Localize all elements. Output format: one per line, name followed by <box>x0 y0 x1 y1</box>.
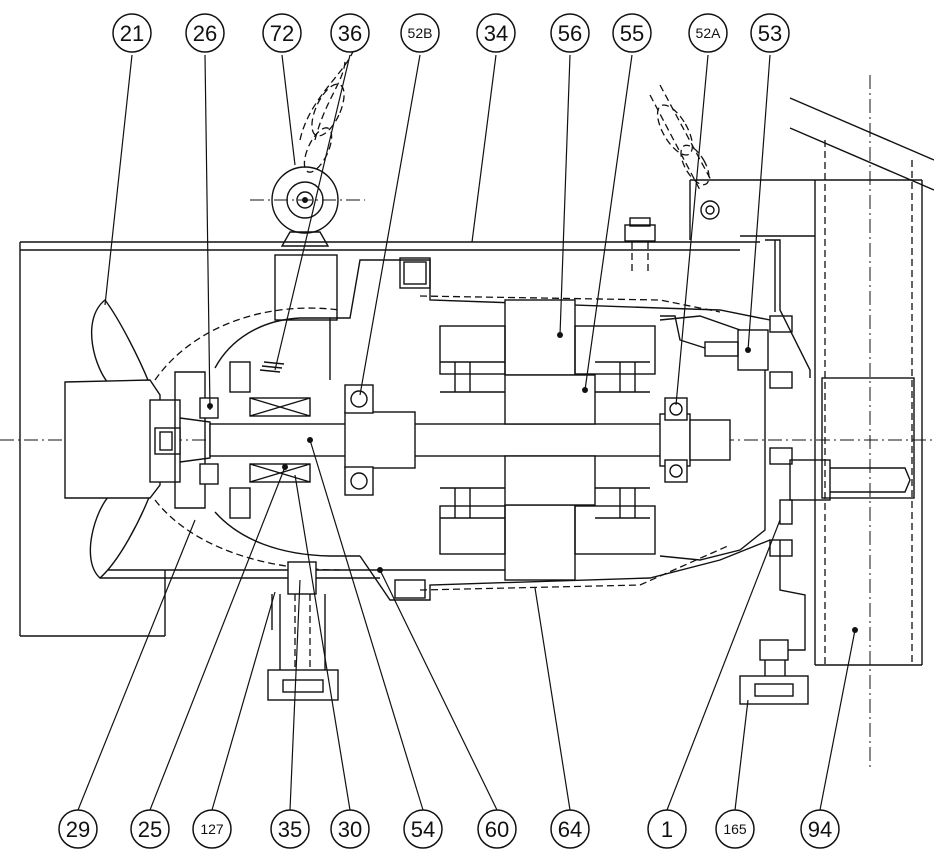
callout-34: 34 <box>476 13 516 53</box>
end-bracket <box>659 239 911 651</box>
svg-text:36: 36 <box>338 21 362 46</box>
svg-text:94: 94 <box>808 817 832 842</box>
guide-frame <box>19 179 922 637</box>
seal-housing <box>154 254 360 571</box>
svg-text:35: 35 <box>278 817 302 842</box>
svg-text:1: 1 <box>661 817 673 842</box>
callout-165: 165 <box>715 809 755 849</box>
callout-36: 36 <box>330 13 370 53</box>
svg-text:53: 53 <box>758 21 782 46</box>
svg-text:60: 60 <box>485 817 509 842</box>
callout-25: 25 <box>130 809 170 849</box>
svg-text:64: 64 <box>558 817 582 842</box>
leaders-bottom <box>77 439 856 811</box>
svg-text:127: 127 <box>200 821 224 837</box>
callout-64: 64 <box>550 809 590 849</box>
svg-text:26: 26 <box>193 21 217 46</box>
callout-53: 53 <box>750 13 790 53</box>
svg-text:55: 55 <box>620 21 644 46</box>
callout-35: 35 <box>270 809 310 849</box>
chain-right <box>649 84 720 220</box>
motor-casing <box>330 257 771 601</box>
support-foot-left <box>267 561 339 701</box>
callout-21: 21 <box>112 13 152 53</box>
callout-56: 56 <box>550 13 590 53</box>
svg-text:54: 54 <box>411 817 435 842</box>
callout-72: 72 <box>262 13 302 53</box>
svg-text:52B: 52B <box>408 25 433 41</box>
svg-text:56: 56 <box>558 21 582 46</box>
svg-text:29: 29 <box>66 817 90 842</box>
top-bolt <box>624 217 656 272</box>
support-foot-right <box>739 639 809 705</box>
shaft <box>209 411 731 469</box>
leaders-top <box>104 54 771 411</box>
callout-55: 55 <box>612 13 652 53</box>
callout-1: 1 <box>647 809 687 849</box>
stator <box>439 299 656 581</box>
callout-94: 94 <box>800 809 840 849</box>
svg-text:165: 165 <box>723 821 747 837</box>
svg-text:25: 25 <box>138 817 162 842</box>
callout-30: 30 <box>330 809 370 849</box>
svg-text:34: 34 <box>484 21 508 46</box>
lifting-eye <box>250 44 365 247</box>
callout-26: 26 <box>185 13 225 53</box>
svg-text:21: 21 <box>120 21 144 46</box>
rotor <box>440 361 650 519</box>
callout-60: 60 <box>477 809 517 849</box>
callout-52b: 52B <box>400 13 440 53</box>
callout-52a: 52A <box>688 13 728 53</box>
callout-54: 54 <box>403 809 443 849</box>
part-dots <box>207 197 858 633</box>
callout-127: 127 <box>192 809 232 849</box>
svg-text:72: 72 <box>270 21 294 46</box>
svg-text:52A: 52A <box>696 25 722 41</box>
svg-text:30: 30 <box>338 817 362 842</box>
callout-29: 29 <box>58 809 98 849</box>
bearings <box>344 384 688 496</box>
mounting-column <box>789 75 934 770</box>
